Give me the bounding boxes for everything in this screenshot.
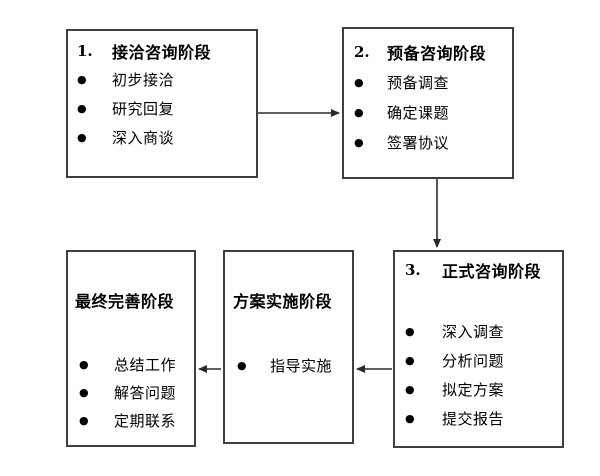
stage-number: 2. xyxy=(354,43,370,61)
stage-title: 最终完善阶段 xyxy=(75,292,175,311)
stage-item: 定期联系 xyxy=(114,411,177,430)
bullet-icon: ● xyxy=(354,135,364,149)
stage-number: 3. xyxy=(405,261,421,279)
stage-box-implementation: 方案实施阶段 ● 指导实施 xyxy=(223,250,354,444)
stage-item: 提交报告 xyxy=(442,410,505,428)
stage-item: 预备调查 xyxy=(387,73,450,92)
stage-item: 初步接洽 xyxy=(112,71,175,89)
bullet-icon: ● xyxy=(354,105,364,119)
stage-item: 深入调查 xyxy=(442,323,505,341)
bullet-icon: ● xyxy=(354,75,364,89)
stage-item: 分析问题 xyxy=(442,352,505,370)
bullet-icon: ● xyxy=(79,413,89,427)
stage-number: 1. xyxy=(77,41,93,60)
stage-item: 总结工作 xyxy=(114,355,177,374)
stage-title: 方案实施阶段 xyxy=(233,292,333,311)
bullet-icon: ● xyxy=(405,412,415,425)
bullet-icon: ● xyxy=(77,102,87,115)
bullet-icon: ● xyxy=(77,131,87,144)
stage-box-final-improvement: 最终完善阶段 ● 总结工作 ● 解答问题 ● 定期联系 xyxy=(66,250,196,447)
bullet-icon: ● xyxy=(405,325,415,338)
stage-item: 签署协议 xyxy=(387,133,450,152)
bullet-icon: ● xyxy=(405,383,415,396)
bullet-icon: ● xyxy=(405,354,415,367)
stage-title: 预备咨询阶段 xyxy=(387,44,487,63)
stage-title: 接洽咨询阶段 xyxy=(112,42,212,62)
bullet-icon: ● xyxy=(79,357,89,371)
bullet-icon: ● xyxy=(77,73,87,86)
stage-box-preparation: 2. 预备咨询阶段 ● 预备调查 ● 确定课题 ● 签署协议 xyxy=(342,27,514,179)
bullet-icon: ● xyxy=(237,358,247,372)
stage-item: 解答问题 xyxy=(114,383,177,402)
stage-item: 确定课题 xyxy=(387,103,450,122)
stage-item: 拟定方案 xyxy=(442,381,505,399)
stage-item: 指导实施 xyxy=(270,356,333,375)
stage-item: 研究回复 xyxy=(112,100,175,118)
bullet-icon: ● xyxy=(79,385,89,399)
stage-box-formal-consulting: 3. 正式咨询阶段 ● 深入调查 ● 分析问题 ● 拟定方案 ● 提交报告 xyxy=(393,250,564,448)
stage-box-contact: 1. 接洽咨询阶段 ● 初步接洽 ● 研究回复 ● 深入商谈 xyxy=(66,29,258,178)
stage-title: 正式咨询阶段 xyxy=(442,262,542,281)
stage-item: 深入商谈 xyxy=(112,129,175,147)
